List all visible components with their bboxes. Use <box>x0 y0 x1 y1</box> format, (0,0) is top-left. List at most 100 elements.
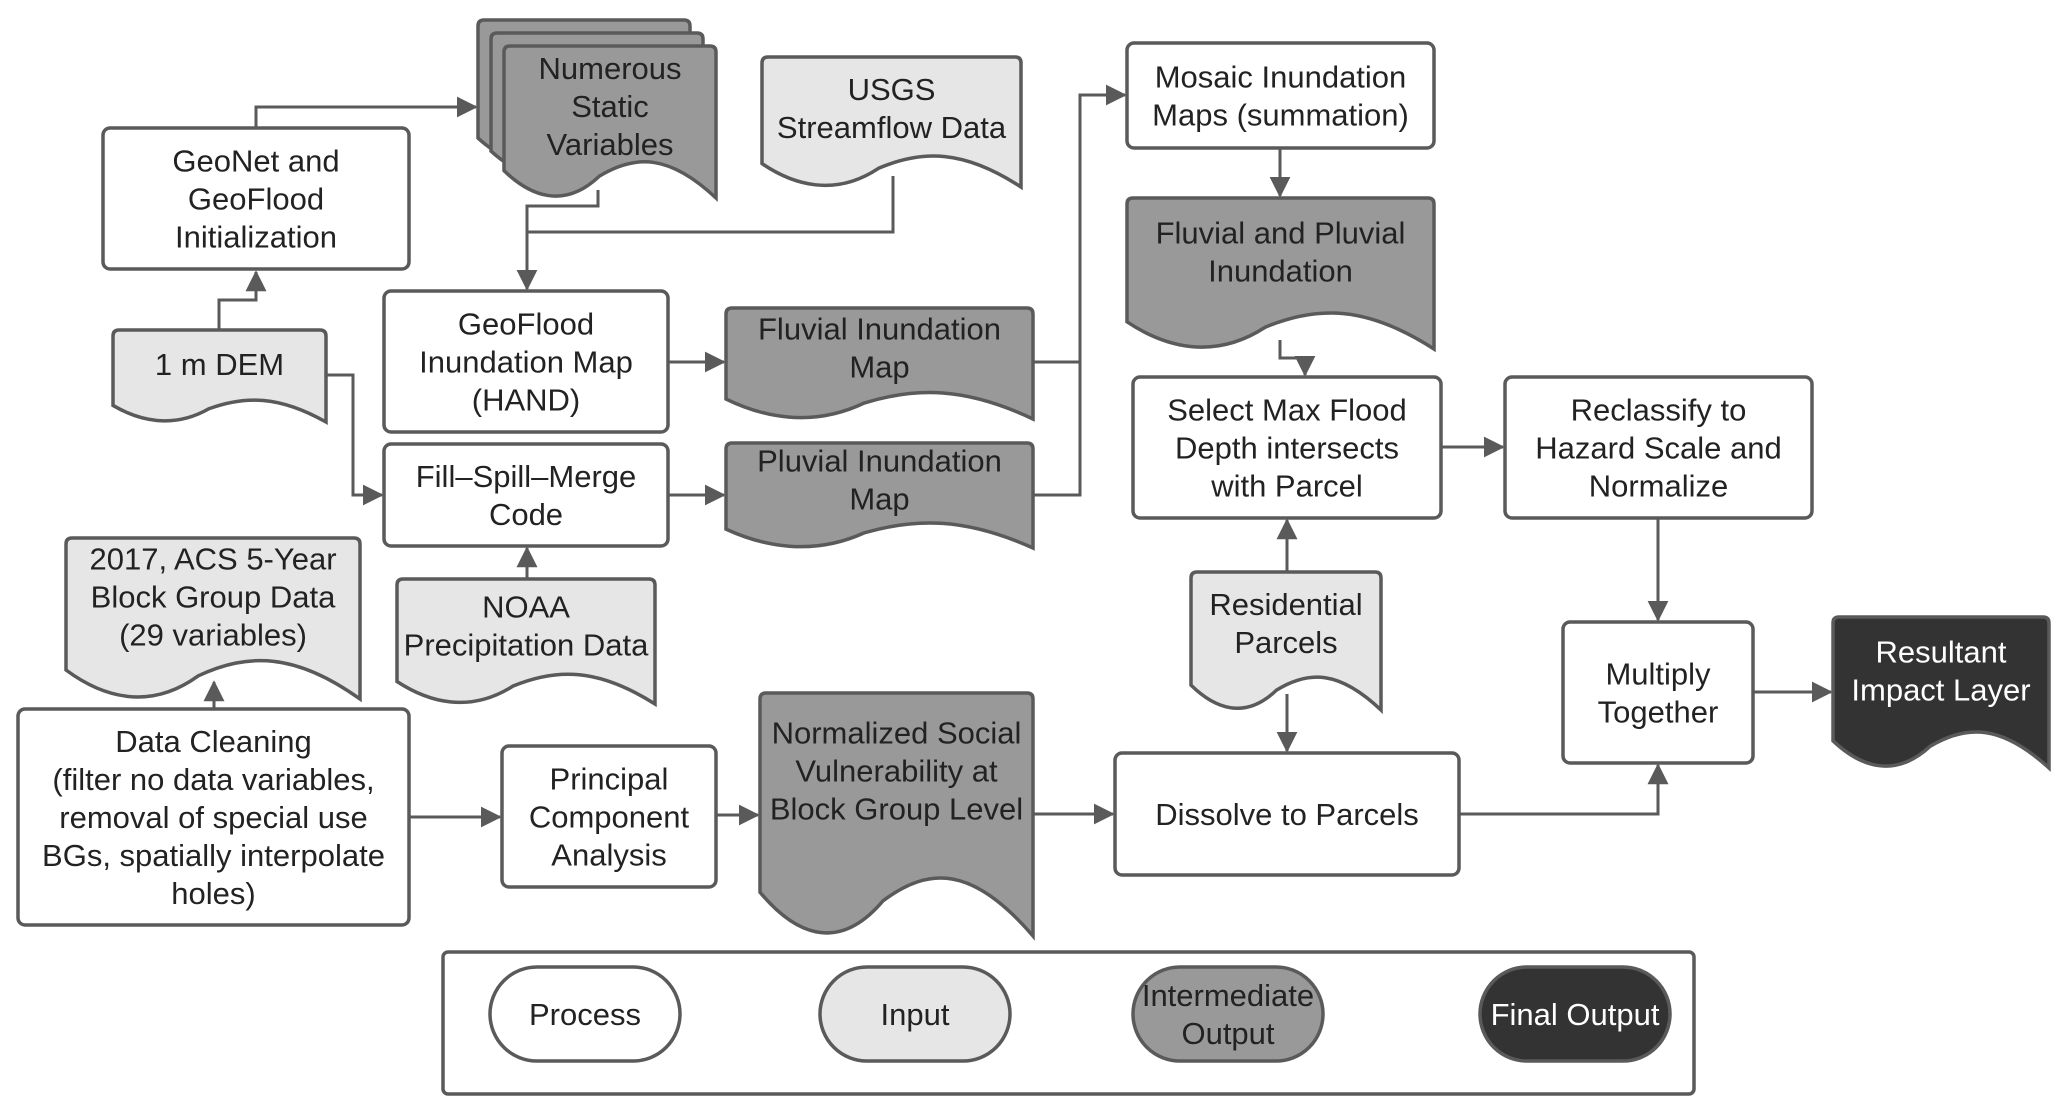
node-dem[interactable]: 1 m DEM <box>111 328 328 425</box>
node-label-line: Component <box>529 800 690 835</box>
node-label-line: Map <box>849 350 909 385</box>
process-shape <box>1131 375 1443 520</box>
node-label-line: Normalized Social <box>772 716 1022 751</box>
node-label-line: Fill–Spill–Merge <box>416 459 637 494</box>
node-label-line: Precipitation Data <box>404 628 649 663</box>
node-label-line: Final Output <box>1491 997 1660 1032</box>
nodes: GeoNet andGeoFloodInitializationNumerous… <box>16 18 2051 941</box>
process-shape <box>1113 751 1461 877</box>
edge-pluvial-map-to-mosaic <box>1033 362 1082 497</box>
node-dissolve[interactable]: Dissolve to Parcels <box>1113 751 1461 877</box>
process-shape <box>1125 41 1436 150</box>
legend-swatch <box>1478 965 1672 1063</box>
document-shape <box>64 536 362 703</box>
node-label-line: Inundation Map <box>419 345 633 380</box>
legend-box <box>441 950 1696 1096</box>
node-label-line: Block Group Level <box>770 792 1023 827</box>
node-label-line: USGS <box>848 72 936 107</box>
node-label-line: Inundation <box>1208 254 1353 289</box>
legend-item-final: Final Output <box>1478 965 1672 1063</box>
node-label-line: Map <box>849 482 909 517</box>
process-shape <box>382 289 670 434</box>
node-label-line: Depth intersects <box>1175 431 1399 466</box>
node-label-line: GeoFlood <box>458 307 594 342</box>
node-label-line: Data Cleaning <box>115 724 311 759</box>
node-label-line: Residential <box>1209 587 1362 622</box>
node-label-line: Analysis <box>551 838 666 873</box>
document-shape <box>760 55 1023 191</box>
edge-numerous-to-hand <box>516 190 600 291</box>
node-label-line: Output <box>1181 1016 1274 1051</box>
edge-geonet-to-numerous <box>254 96 478 128</box>
node-label-line: (filter no data variables, <box>52 762 374 797</box>
edge-dem-to-geonet <box>217 270 267 330</box>
legend-item-input: Input <box>818 965 1012 1063</box>
node-label-line: Impact Layer <box>1851 673 2030 708</box>
node-label-line: holes) <box>171 876 255 911</box>
document-shape <box>1125 196 1436 353</box>
node-label-line: Block Group Data <box>91 580 336 615</box>
document-shape <box>111 328 328 425</box>
node-label-line: Input <box>881 997 950 1032</box>
node-label-line: Mosaic Inundation <box>1155 60 1407 95</box>
node-label-line: (29 variables) <box>119 618 307 653</box>
stacked-document-shape <box>502 44 718 203</box>
node-label-line: Multiply <box>1605 657 1711 692</box>
node-label-line: Pluvial Inundation <box>757 444 1002 479</box>
node-label-line: Parcels <box>1234 625 1337 660</box>
node-label-line: Principal <box>550 762 669 797</box>
node-label-line: Reclassify to <box>1571 393 1747 428</box>
node-label-line: Together <box>1598 695 1719 730</box>
process-shape <box>1503 375 1814 520</box>
edge-fluvial-pluvial-to-select-max <box>1278 340 1316 377</box>
node-label-line: Select Max Flood <box>1167 393 1407 428</box>
node-label-line: Maps (summation) <box>1152 98 1409 133</box>
node-label-line: Static <box>571 89 649 124</box>
node-label-line: Normalize <box>1589 469 1729 504</box>
node-label-line: 2017, ACS 5-Year <box>89 542 336 577</box>
process-shape <box>101 126 411 271</box>
document-shape <box>758 691 1035 941</box>
node-cleaning[interactable]: Data Cleaning(filter no data variables,r… <box>16 707 411 927</box>
node-label-line: Fluvial Inundation <box>758 312 1001 347</box>
process-shape <box>1561 620 1755 765</box>
node-label-line: Intermediate <box>1142 978 1314 1013</box>
node-label-line: Hazard Scale and <box>1535 431 1781 466</box>
process-shape <box>16 707 411 927</box>
node-label-line: Vulnerability at <box>795 754 998 789</box>
node-label-line: Resultant <box>1876 635 2007 670</box>
node-label-line: with Parcel <box>1210 469 1363 504</box>
edge-usgs-to-hand <box>527 176 895 234</box>
node-label-line: Dissolve to Parcels <box>1155 797 1419 832</box>
node-label-line: 1 m DEM <box>155 347 284 382</box>
node-label-line: GeoNet and <box>172 144 339 179</box>
document-shape <box>1831 615 2051 772</box>
edge-dem-to-fsm <box>326 373 384 506</box>
node-label-line: removal of special use <box>59 800 367 835</box>
node-label-line: Code <box>489 497 563 532</box>
node-label-line: Process <box>529 997 641 1032</box>
node-label-line: Initialization <box>175 220 337 255</box>
node-label-line: NOAA <box>482 590 570 625</box>
